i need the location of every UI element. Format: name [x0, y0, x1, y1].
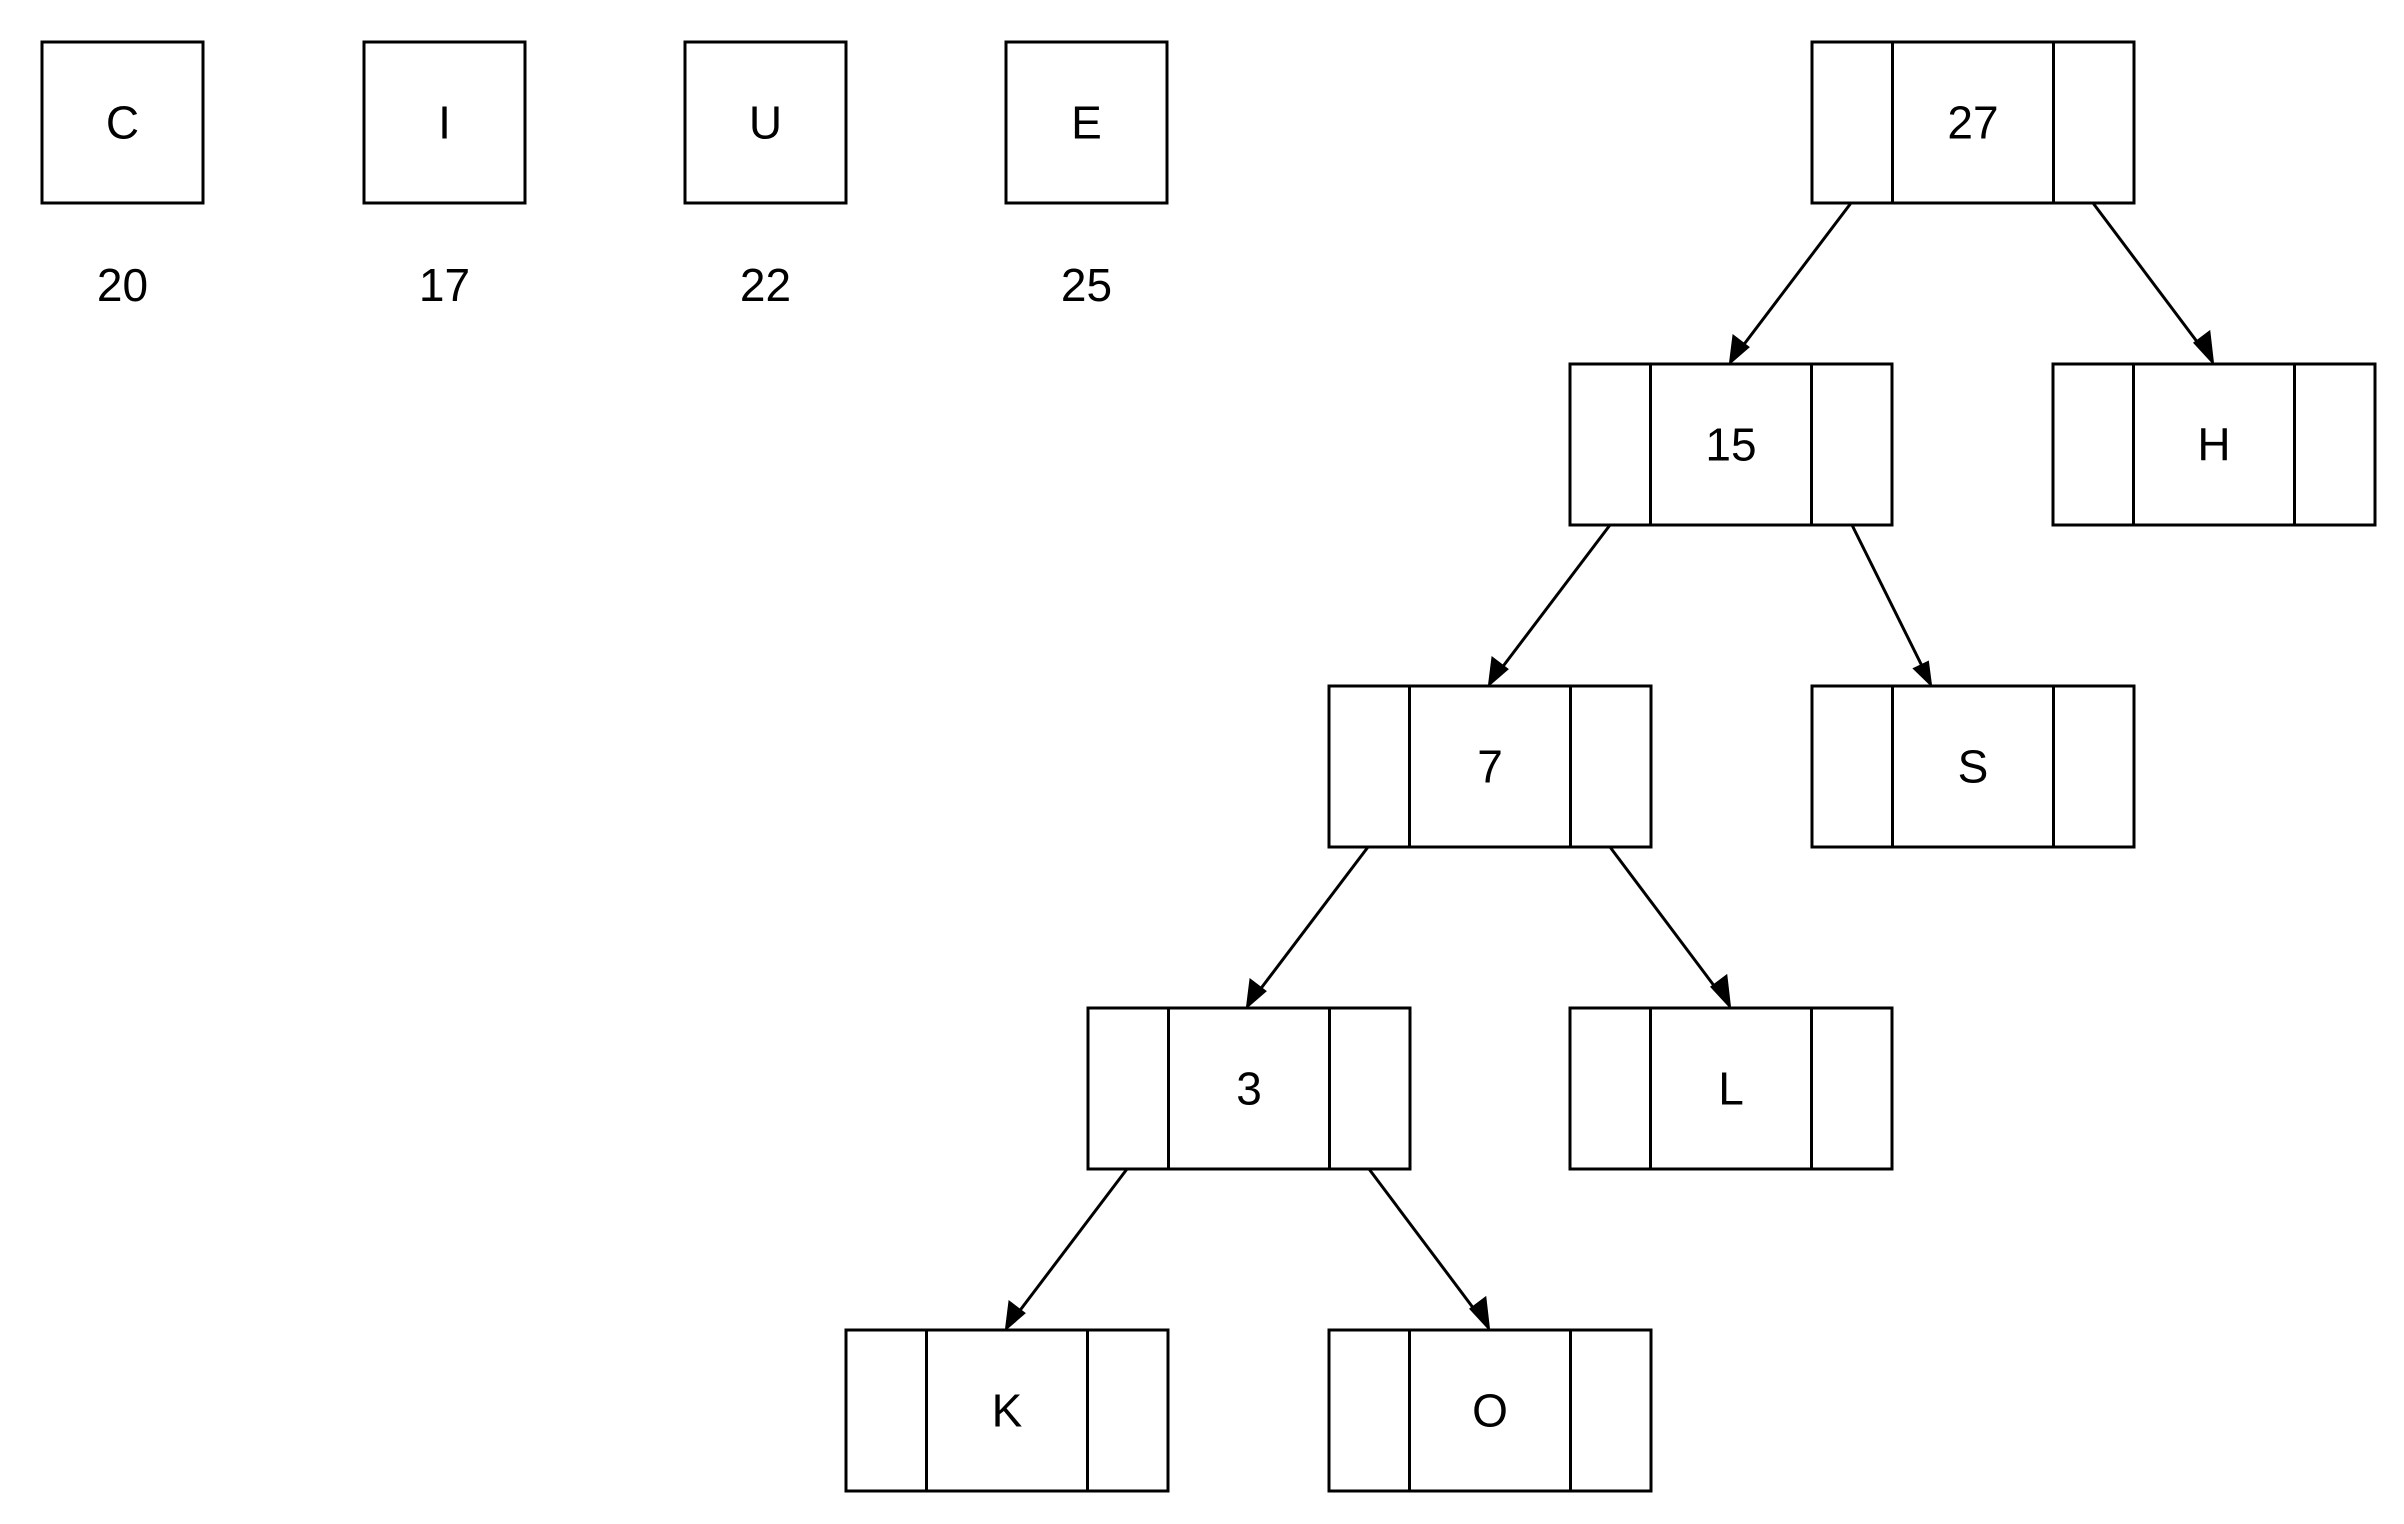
tree-node-15: 15 [1568, 362, 1894, 527]
tree-nodes: 27 15 H 7 S 3 [844, 40, 2377, 1493]
node-label: 15 [1705, 419, 1756, 471]
weight-label: 22 [740, 259, 791, 311]
symbol-box [362, 40, 527, 205]
edge-7-to-l [1608, 846, 1732, 1010]
tree-node-3: 3 [1086, 1006, 1412, 1171]
symbol-box [683, 40, 848, 205]
node-label: O [1472, 1385, 1508, 1437]
node-label: 7 [1477, 741, 1503, 793]
edge-15-to-s [1850, 524, 1933, 688]
node-label: 3 [1236, 1063, 1262, 1115]
symbol-box [40, 40, 205, 205]
queue-item-e: E 25 [1004, 40, 1169, 311]
queue-item-i: I 17 [362, 40, 527, 311]
node-label: 27 [1947, 97, 1998, 149]
edge-3-to-k [1004, 1168, 1129, 1332]
node-label: K [992, 1385, 1023, 1437]
weight-label: 20 [97, 259, 148, 311]
edge-15-to-7 [1487, 524, 1612, 688]
edge-7-to-3 [1245, 846, 1370, 1010]
edge-27-to-15 [1728, 202, 1853, 366]
symbol-label: I [438, 97, 451, 149]
symbol-label: C [106, 97, 139, 149]
node-label: S [1958, 741, 1989, 793]
symbol-queue: C 20 I 17 U 22 E 25 [40, 40, 1169, 311]
tree-node-27: 27 [1810, 40, 2136, 205]
symbol-box [1004, 40, 1169, 205]
tree-node-h: H [2051, 362, 2377, 527]
symbol-label: U [749, 97, 782, 149]
tree-node-l: L [1568, 1006, 1894, 1171]
node-label: L [1718, 1063, 1744, 1115]
tree-node-k: K [844, 1328, 1170, 1493]
tree-node-o: O [1327, 1328, 1653, 1493]
edge-27-to-h [2091, 202, 2215, 366]
node-label: H [2197, 419, 2230, 471]
tree-node-7: 7 [1327, 684, 1653, 849]
tree-node-s: S [1810, 684, 2136, 849]
weight-label: 17 [419, 259, 470, 311]
symbol-label: E [1071, 97, 1102, 149]
weight-label: 25 [1061, 259, 1112, 311]
queue-item-c: C 20 [40, 40, 205, 311]
tree-edges [1004, 202, 2215, 1332]
queue-item-u: U 22 [683, 40, 848, 311]
edge-3-to-o [1367, 1168, 1491, 1332]
